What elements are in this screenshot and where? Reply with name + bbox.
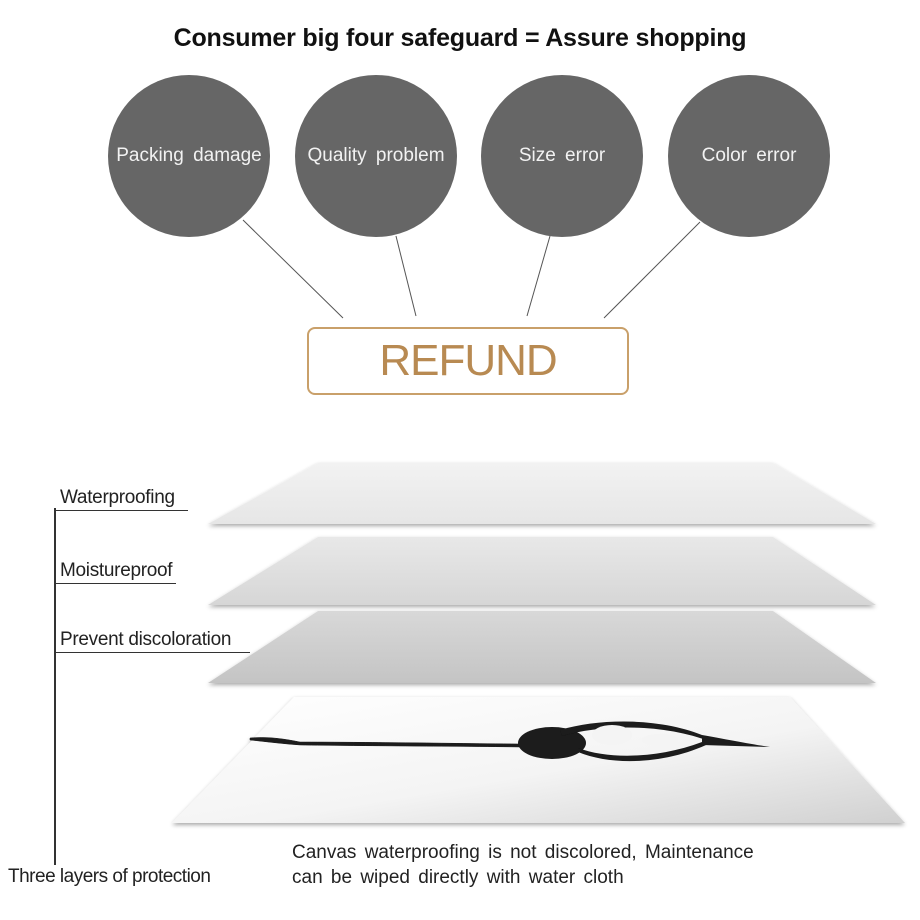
label-underline [54,510,188,511]
waterproof-layer [208,463,876,524]
safeguard-label: Packing damage [116,145,262,166]
safeguard-quality-problem: Quality problem [295,75,457,237]
product-caption: Canvas waterproofing is not discolored, … [292,840,754,890]
connector-line [395,235,417,317]
label-underline [54,583,176,584]
three-layers-label: Three layers of protection [8,866,211,887]
caption-line: can be wiped directly with water cloth [292,867,624,888]
refund-box: REFUND [307,327,629,395]
layers-bracket [54,508,56,865]
page-title: Consumer big four safeguard = Assure sho… [173,24,747,52]
moistureproof-layer [208,537,876,605]
layer-label-waterproofing: Waterproofing [60,487,175,508]
connector-line [242,219,344,319]
connector-lines [242,219,701,319]
safeguard-size-error: Size error [481,75,643,237]
safeguard-packing-damage: Packing damage [108,75,270,237]
label-underline [54,652,250,653]
layer-label-prevent-discoloration: Prevent discoloration [60,629,232,650]
refund-label: REFUND [379,336,557,385]
safeguard-label: Color error [701,145,797,166]
safeguard-color-error: Color error [668,75,830,237]
safeguard-label: Quality problem [307,145,445,166]
caption-line: Canvas waterproofing is not discolored, … [292,842,754,863]
ink-artwork [249,721,770,762]
safeguard-label: Size error [518,145,606,166]
layer-label-moistureproof: Moistureproof [60,560,173,581]
discoloration-layer [208,611,876,683]
canvas-print-layer [172,697,905,823]
connector-line [603,221,701,319]
connector-line [526,235,551,317]
